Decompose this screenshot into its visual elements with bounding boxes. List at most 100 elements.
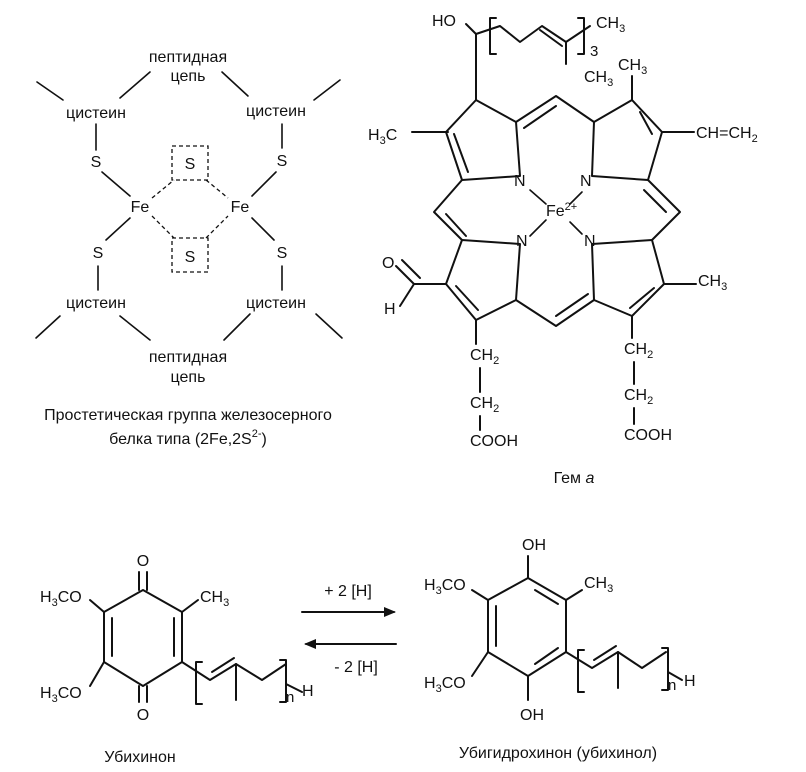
peptide-bond	[315, 313, 343, 339]
peptide-bond	[313, 79, 341, 101]
double-bond	[395, 265, 415, 285]
bond	[251, 171, 277, 197]
peptide-chain-top-label: пептидная	[149, 49, 227, 66]
bridging-sulfur-label: S	[185, 156, 196, 173]
pyrrole-ring-b	[591, 99, 663, 181]
sulfur-label: S	[277, 245, 288, 262]
double-bond	[555, 293, 589, 317]
bridging-sulfur-box	[171, 237, 209, 273]
bond	[565, 25, 591, 43]
peptide-bond	[35, 315, 61, 339]
repeat-bracket	[279, 659, 287, 703]
ubiquinone-caption: Убихинон	[104, 749, 175, 766]
bond	[285, 683, 303, 693]
bond	[151, 215, 175, 239]
bond	[667, 671, 683, 681]
sulfur-label: S	[91, 154, 102, 171]
meso-bridge	[515, 95, 595, 123]
peptide-bond	[36, 81, 64, 101]
fes-caption-line-1: Простетическая группа железосерного	[44, 407, 332, 424]
methyl-label: CH3	[698, 273, 727, 293]
methoxy-label: H3CO	[424, 675, 466, 695]
bond	[151, 179, 175, 199]
meso-bridge	[515, 299, 595, 327]
methylene-label: CH2	[470, 347, 499, 367]
double-bond	[455, 285, 479, 311]
iron-sulfur-cluster: пептидная цепь цистеин цистеин S S Fe Fe…	[35, 49, 343, 448]
forward-reaction-label: + 2 [H]	[324, 583, 372, 600]
formyl-hydrogen-label: H	[384, 301, 396, 318]
repeat-bracket	[661, 647, 669, 691]
ubiquinone-structure: O O H3CO H3CO CH3 n H Убихинон	[40, 553, 314, 766]
bond	[471, 589, 489, 601]
peptide-bond	[119, 71, 151, 99]
isoprenoid-chain	[181, 661, 287, 681]
sulfur-label: S	[277, 153, 288, 170]
isoprenoid-chain	[565, 651, 667, 669]
forward-arrowhead	[384, 607, 396, 617]
bond	[89, 599, 105, 613]
nitrogen-label: N	[516, 233, 528, 250]
reverse-arrowhead	[304, 639, 316, 649]
repeat-count: 3	[590, 43, 598, 60]
double-bond	[643, 189, 667, 213]
methoxy-label: H3CO	[40, 685, 82, 705]
peptide-bond	[221, 71, 249, 97]
bond	[181, 599, 199, 613]
peptide-bond	[119, 315, 151, 341]
peptide-chain-bottom-label: пептидная	[149, 349, 227, 366]
hydroquinone-ring	[487, 577, 567, 677]
double-bond	[639, 111, 653, 135]
meso-bridge	[433, 179, 463, 241]
double-bond	[401, 259, 421, 279]
cysteine-label: цистеин	[66, 295, 126, 312]
heme-a-structure: HO 3 CH3 CH3 H3C CH3 CH=CH2 N N N N Fe2+	[368, 13, 758, 487]
nitrogen-label: N	[514, 173, 526, 190]
sulfur-label: S	[93, 245, 104, 262]
cysteine-label: цистеин	[246, 103, 306, 120]
coordination-bond	[529, 189, 547, 205]
nitrogen-label: N	[584, 233, 596, 250]
bond	[105, 217, 131, 241]
pyrrole-ring-d	[591, 239, 665, 317]
pyrrole-ring-c	[445, 239, 521, 321]
terminal-hydrogen-label: H	[684, 673, 696, 690]
carboxyl-label: COOH	[624, 427, 672, 444]
bridging-sulfur-box	[171, 145, 209, 181]
heme-caption: Гем a	[554, 470, 595, 487]
carbonyl-oxygen-label: O	[137, 553, 149, 570]
aromatic-bond	[534, 647, 559, 665]
double-bond	[593, 645, 617, 661]
formyl-oxygen-label: O	[382, 255, 394, 272]
hydroxyl-label: OH	[522, 537, 546, 554]
double-bond	[629, 287, 655, 309]
bond	[565, 589, 583, 601]
repeat-count: n	[668, 677, 676, 694]
bond	[101, 171, 131, 197]
double-bond	[453, 133, 469, 173]
bond	[205, 215, 229, 239]
coordination-bond	[569, 191, 583, 205]
double-bond	[539, 29, 563, 47]
repeat-bracket	[577, 649, 585, 693]
repeat-bracket	[577, 17, 585, 55]
repeat-bracket	[195, 661, 203, 705]
ubiquinol-structure: OH OH H3CO H3CO CH3 n H Убигидрохинон (у…	[424, 537, 696, 762]
bond	[465, 23, 477, 35]
methylene-label: CH2	[470, 395, 499, 415]
peptide-chain-top-label-2: цепь	[171, 68, 206, 85]
double-bond	[523, 105, 557, 129]
bond	[399, 283, 415, 307]
cysteine-label: цистеин	[66, 105, 126, 122]
coordination-bond	[569, 221, 583, 235]
bond	[471, 651, 489, 677]
aromatic-bond	[534, 589, 559, 605]
methoxy-label: H3CO	[40, 589, 82, 609]
bond	[205, 179, 229, 199]
bridging-sulfur-label: S	[185, 249, 196, 266]
peptide-bond	[223, 313, 251, 341]
meso-bridge	[647, 179, 681, 241]
iron-label: Fe2+	[546, 201, 577, 220]
methyl-label: CH3	[596, 15, 625, 35]
